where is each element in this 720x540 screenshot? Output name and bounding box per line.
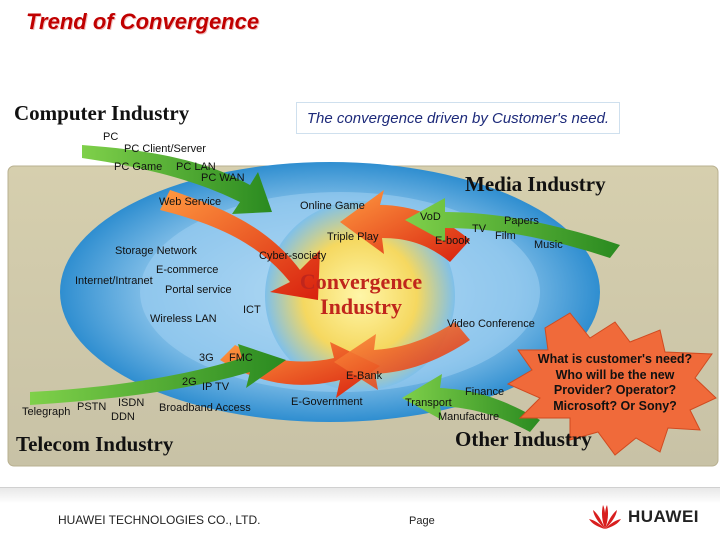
label-vod: VoD	[420, 211, 441, 223]
red-arrow-bottom-right	[334, 322, 470, 390]
green-arrow-other	[402, 374, 540, 432]
label-pc: PC	[103, 131, 119, 143]
green-arrow-telecom	[30, 344, 286, 405]
label-ict: ICT	[243, 304, 261, 316]
label-3g: 3G	[199, 352, 214, 364]
label-e-commerce: E-commerce	[156, 264, 219, 276]
callout-starburst	[506, 312, 717, 456]
quote-box: The convergence driven by Customer's nee…	[296, 102, 620, 134]
label-triple-play: Triple Play	[327, 231, 379, 243]
label-manufacture: Manufacture	[438, 411, 500, 423]
green-arrow-computer	[82, 145, 272, 214]
label-web-service: Web Service	[159, 196, 222, 208]
green-arrow-media	[405, 198, 620, 258]
label-portal-service: Portal service	[165, 284, 232, 296]
label-video-conference: Video Conference	[447, 318, 535, 330]
computer-industry-heading: Computer Industry	[14, 101, 190, 125]
label-online-game: Online Game	[300, 200, 365, 212]
label-film: Film	[495, 230, 516, 242]
footer-company: HUAWEI TECHNOLOGIES CO., LTD.	[58, 513, 261, 527]
label-transport: Transport	[405, 397, 452, 409]
core-circle	[265, 201, 455, 391]
label-wireless-lan: Wireless LAN	[150, 313, 217, 325]
footer-bar	[0, 487, 720, 540]
media-industry-heading: Media Industry	[465, 172, 606, 196]
label-pstn: PSTN	[77, 401, 107, 413]
red-arrow-top	[160, 190, 320, 300]
huawei-logo: HUAWEI	[588, 500, 714, 534]
label-2g: 2G	[182, 376, 197, 388]
label-broadband-access: Broadband Access	[159, 402, 251, 414]
label-cyber-society: Cyber-society	[259, 250, 327, 262]
footer-page-label: Page	[409, 515, 435, 527]
convergence-line2: Industry	[320, 294, 402, 319]
label-e-book: E-book	[435, 235, 470, 247]
label-ip-tv: IP TV	[202, 381, 230, 393]
convergence-industry-heading: Convergence Industry	[280, 269, 442, 319]
label-tv: TV	[472, 223, 487, 235]
label-storage-network: Storage Network	[115, 245, 197, 257]
huawei-logo-text: HUAWEI	[628, 507, 699, 526]
red-arrow-right	[340, 190, 470, 262]
label-music: Music	[534, 239, 563, 251]
convergence-line1: Convergence	[299, 269, 423, 294]
label-pc-wan: PC WAN	[201, 172, 245, 184]
slide-title: Trend of Convergence	[26, 9, 260, 34]
other-industry-heading: Other Industry	[455, 427, 592, 451]
label-fmc: FMC	[229, 352, 253, 364]
label-pc-game: PC Game	[114, 161, 163, 173]
huawei-flower-icon	[589, 505, 621, 529]
label-telegraph: Telegraph	[22, 406, 71, 418]
label-internet-intranet: Internet/Intranet	[75, 275, 153, 287]
label-pc-client-server: PC Client/Server	[124, 143, 206, 155]
label-papers: Papers	[504, 215, 539, 227]
label-finance: Finance	[465, 386, 505, 398]
label-e-government: E-Government	[291, 396, 363, 408]
telecom-industry-heading: Telecom Industry	[16, 432, 174, 456]
label-e-bank: E-Bank	[346, 370, 383, 382]
label-pc-lan: PC LAN	[176, 161, 216, 173]
callout-text: What is customer's need? Who will be the…	[537, 352, 693, 413]
label-isdn: ISDN	[118, 397, 145, 409]
label-ddn: DDN	[111, 411, 135, 423]
